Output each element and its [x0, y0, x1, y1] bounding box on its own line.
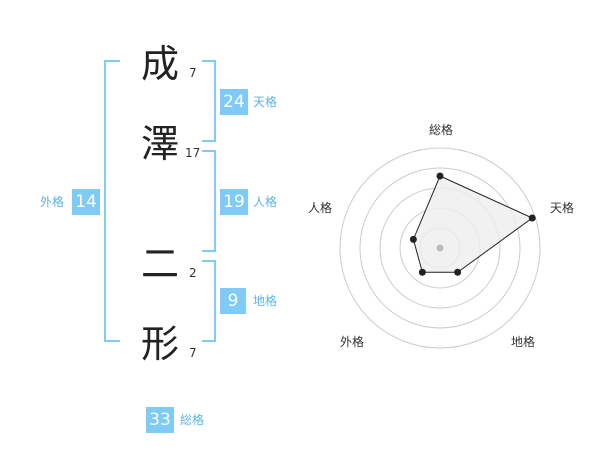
radar-label-tenkaku: 天格 [550, 200, 574, 215]
radar-ring [339, 147, 541, 349]
radar-ring [359, 167, 521, 329]
tenkaku-label: 天格 [253, 95, 278, 109]
radar-points [409, 172, 536, 276]
radar-point [528, 214, 536, 222]
soukaku-badge: 33 [146, 407, 174, 433]
jinkaku-label: 人格 [253, 195, 278, 209]
radar-point [436, 172, 444, 180]
chikaku-label: 地格 [253, 294, 278, 308]
stroke-count-2: 17 [185, 146, 201, 160]
jinkaku-bracket [202, 150, 216, 252]
radar-label-chikaku: 地格 [511, 334, 535, 349]
radar-polygon [412, 175, 534, 273]
gaikaku-label: 外格 [40, 195, 65, 209]
radar-label-gaikaku: 外格 [340, 334, 364, 349]
outer-bracket [104, 60, 120, 342]
tenkaku-bracket [202, 60, 216, 142]
chikaku-badge: 9 [220, 288, 246, 314]
gaikaku-badge: 14 [72, 189, 100, 215]
radar-point [418, 268, 426, 276]
name-char-3: 二 [140, 242, 179, 286]
radar-point [454, 268, 462, 276]
chikaku-bracket [202, 260, 216, 342]
stroke-count-3: 2 [189, 266, 197, 280]
radar-label-soukaku: 総格 [429, 122, 453, 137]
stroke-count-4: 7 [189, 346, 197, 360]
name-char-1: 成 [140, 42, 179, 86]
soukaku-label: 総格 [180, 413, 205, 427]
jinkaku-badge: 19 [220, 189, 248, 215]
stroke-count-1: 7 [189, 66, 197, 80]
radar-point [409, 235, 417, 243]
name-char-2: 澤 [140, 122, 179, 166]
radar-center-dot [436, 244, 444, 252]
name-char-4: 形 [140, 322, 179, 366]
tenkaku-badge: 24 [220, 89, 248, 115]
radar-label-jinkaku: 人格 [308, 200, 332, 215]
